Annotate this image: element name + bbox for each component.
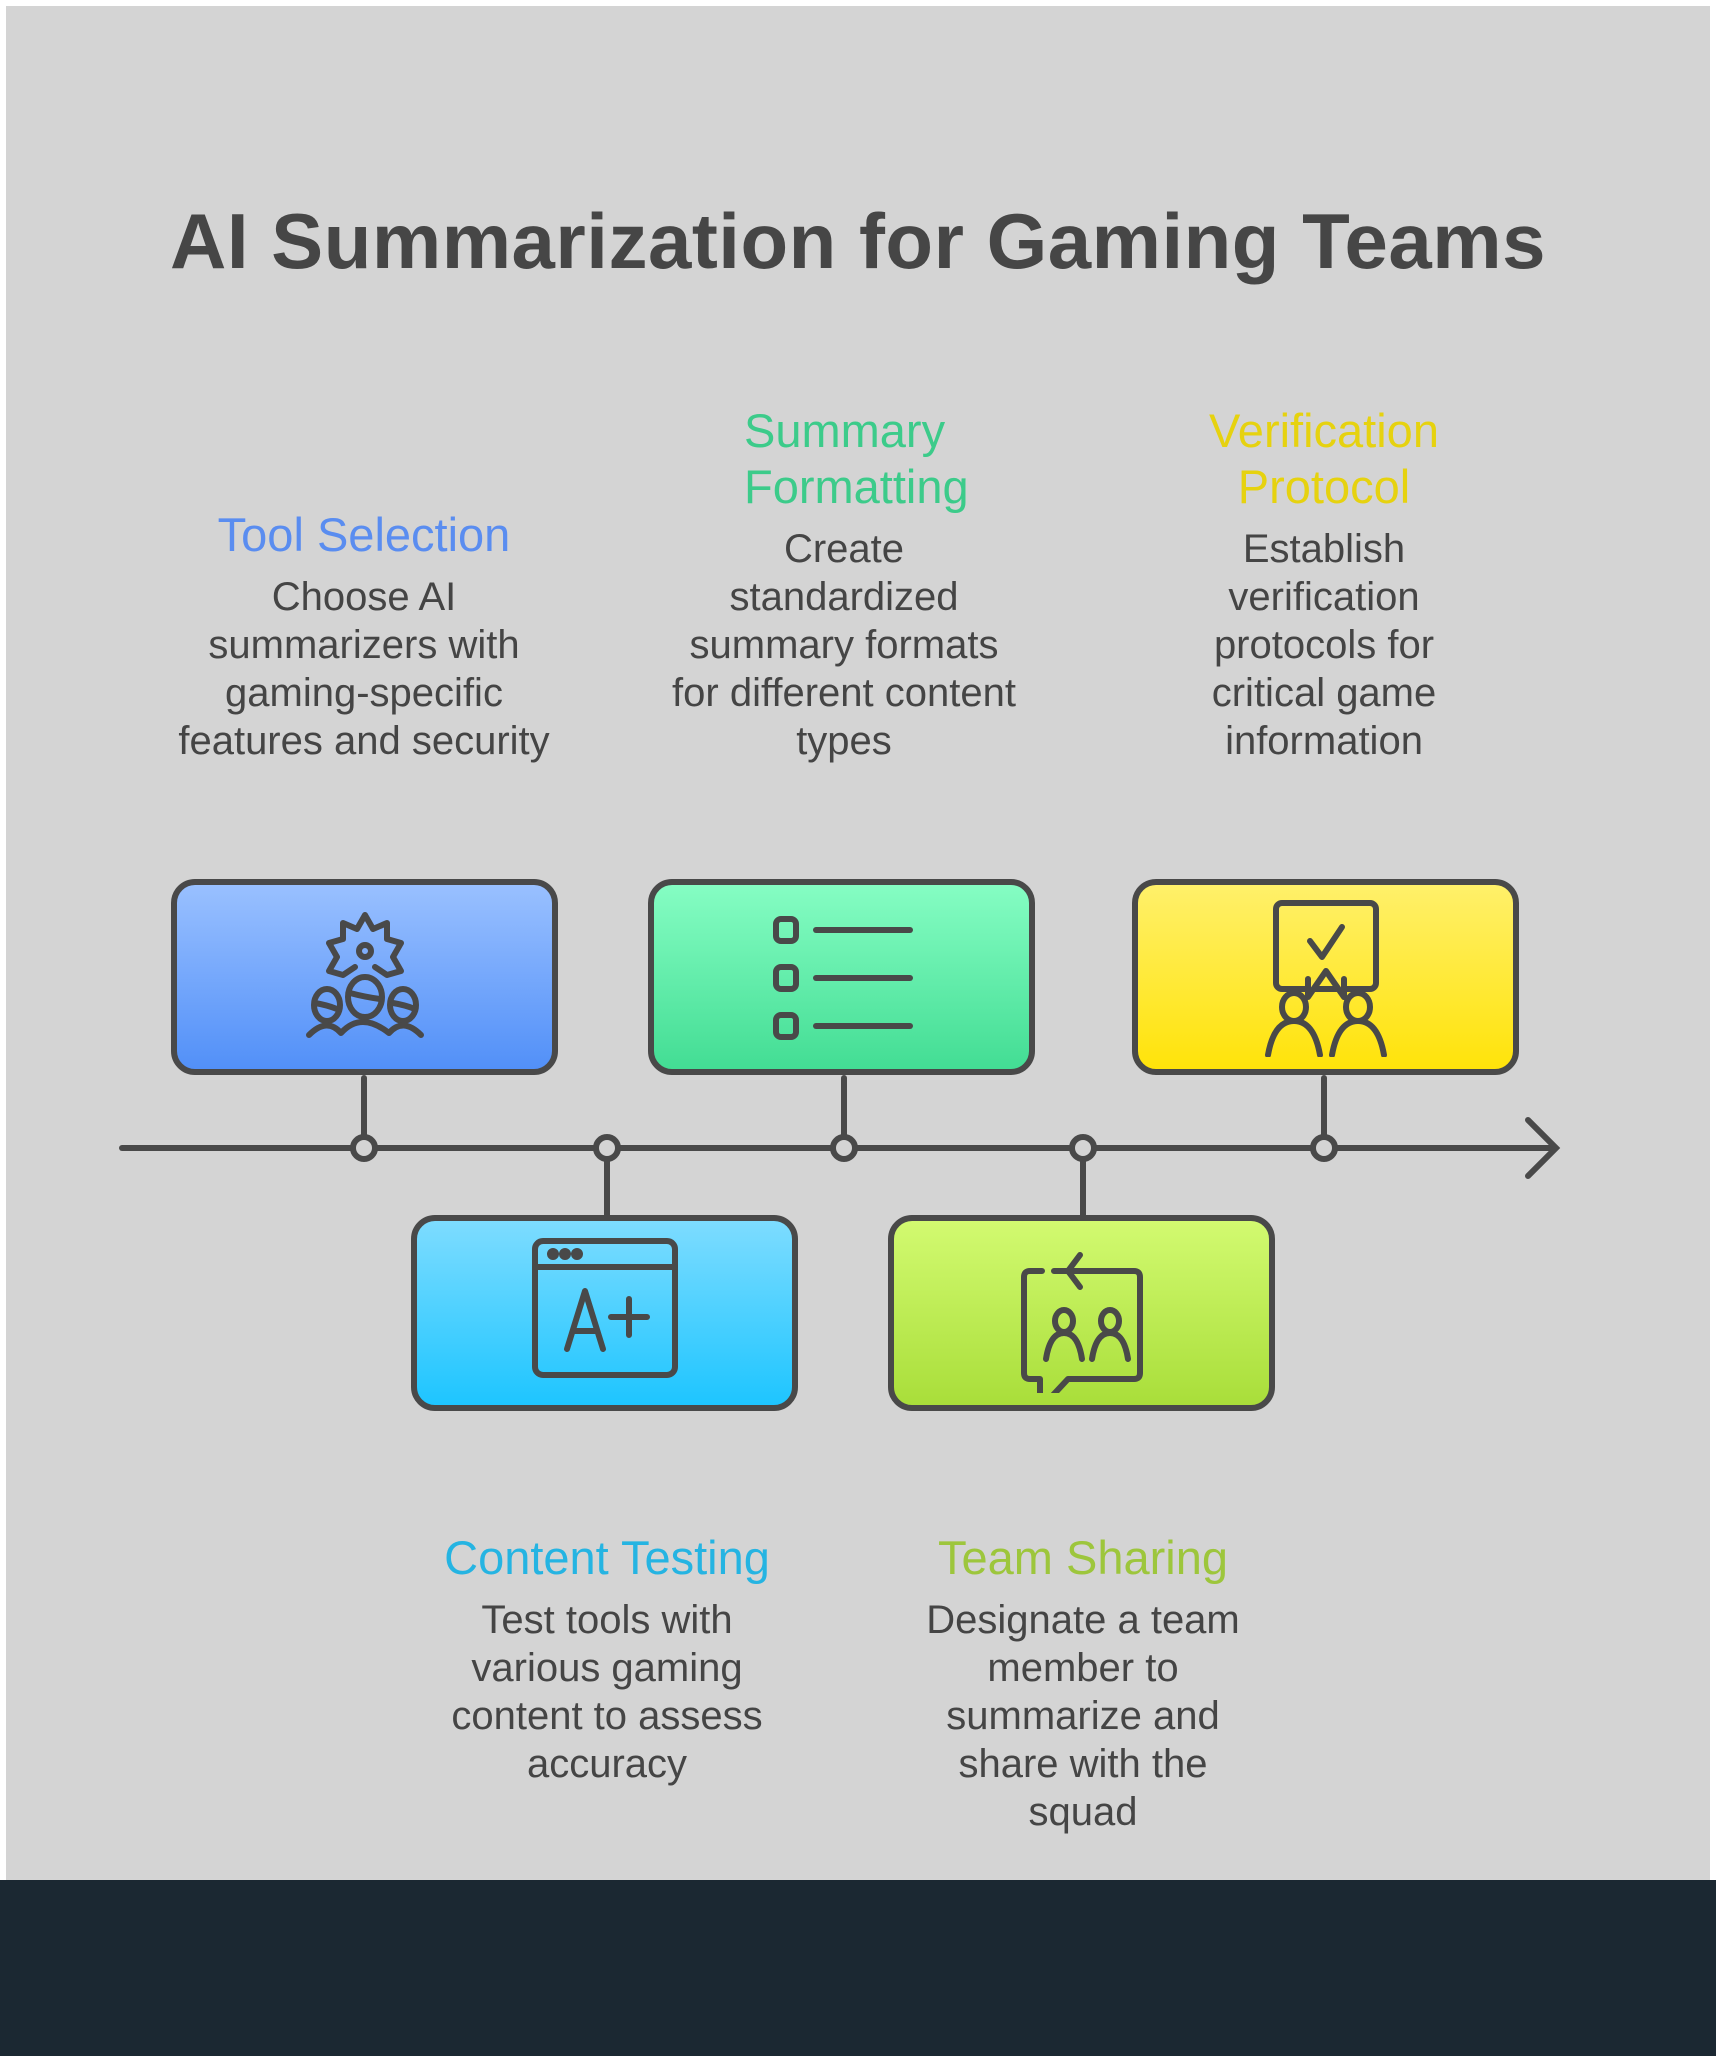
diagram-title: AI Summarization for Gaming Teams bbox=[170, 197, 1546, 285]
team-chat-icon bbox=[1020, 1252, 1143, 1393]
step-label-summary-formatting: Summary Formatting Create standardized s… bbox=[644, 403, 1044, 765]
gear-people-icon bbox=[305, 912, 424, 1038]
step-description: Establish verification protocols for cri… bbox=[1211, 527, 1437, 763]
step-heading: Summary Formatting bbox=[744, 404, 969, 513]
step-label-tool-selection: Tool Selection Choose AI summarizers wit… bbox=[164, 507, 564, 765]
step-label-verification-protocol: Verification Protocol Establish verifica… bbox=[1124, 403, 1524, 765]
step-label-content-testing: Content Testing Test tools with various … bbox=[407, 1530, 807, 1788]
verified-people-icon bbox=[1264, 900, 1387, 1057]
step-label-team-sharing: Team Sharing Designate a team member to … bbox=[883, 1530, 1283, 1836]
timeline-node bbox=[1310, 1134, 1338, 1162]
step-description: Choose AI summarizers with gaming-specif… bbox=[178, 575, 550, 763]
list-icon bbox=[772, 916, 913, 1040]
browser-grade-icon bbox=[531, 1238, 678, 1378]
timeline-arrow-icon bbox=[1525, 1117, 1561, 1179]
step-heading: Tool Selection bbox=[217, 508, 511, 561]
step-heading: Verification Protocol bbox=[1209, 404, 1439, 513]
step-description: Create standardized summary formats for … bbox=[672, 527, 1016, 763]
step-description: Designate a team member to summarize and… bbox=[926, 1598, 1240, 1834]
step-box-tool-selection bbox=[171, 879, 558, 1075]
step-heading: Content Testing bbox=[444, 1531, 770, 1584]
step-box-verification-protocol bbox=[1132, 879, 1519, 1075]
timeline-node bbox=[593, 1134, 621, 1162]
step-box-team-sharing bbox=[888, 1215, 1275, 1411]
timeline-node bbox=[830, 1134, 858, 1162]
step-box-summary-formatting bbox=[648, 879, 1035, 1075]
step-description: Test tools with various gaming content t… bbox=[451, 1598, 763, 1786]
step-heading: Team Sharing bbox=[938, 1531, 1228, 1584]
footer-band bbox=[0, 1880, 1716, 2056]
step-box-content-testing bbox=[411, 1215, 798, 1411]
timeline-node bbox=[350, 1134, 378, 1162]
timeline-node bbox=[1069, 1134, 1097, 1162]
